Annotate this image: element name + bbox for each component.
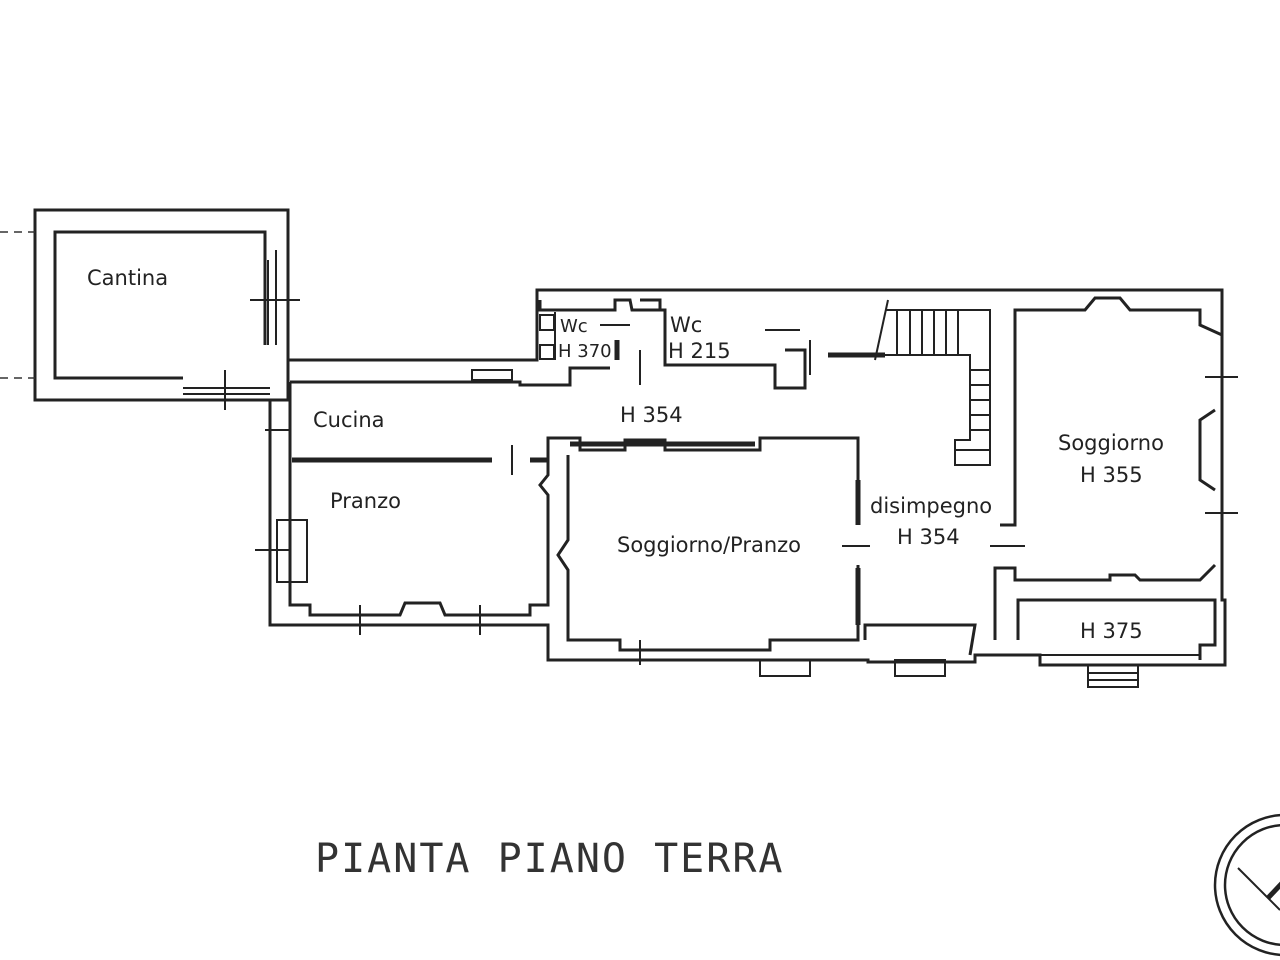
room-height-wc1: H 370 [558,341,612,362]
room-label-soggiorno: Soggiorno [1058,431,1164,455]
room-label-wc1: Wc [560,316,588,337]
corridor-height: H 354 [620,403,683,427]
room-height-disimpegno: H 354 [897,525,960,549]
room-label-cantina: Cantina [87,266,168,290]
staircase [874,299,991,466]
main-walls [255,288,1238,688]
room-label-pranzo: Pranzo [330,489,401,513]
plan-title: PIANTA PIANO TERRA [315,836,784,882]
room-height-wc2: H 215 [668,339,731,363]
room-height-small-room: H 375 [1080,619,1143,643]
room-label-disimpegno: disimpegno [870,494,992,518]
room-label-soggiorno-pranzo: Soggiorno/Pranzo [617,533,801,557]
north-arrow-icon [1213,813,1280,957]
room-height-soggiorno: H 355 [1080,463,1143,487]
cantina-walls [0,208,300,410]
room-label-cucina: Cucina [313,408,385,432]
room-label-wc2: Wc [670,313,702,337]
